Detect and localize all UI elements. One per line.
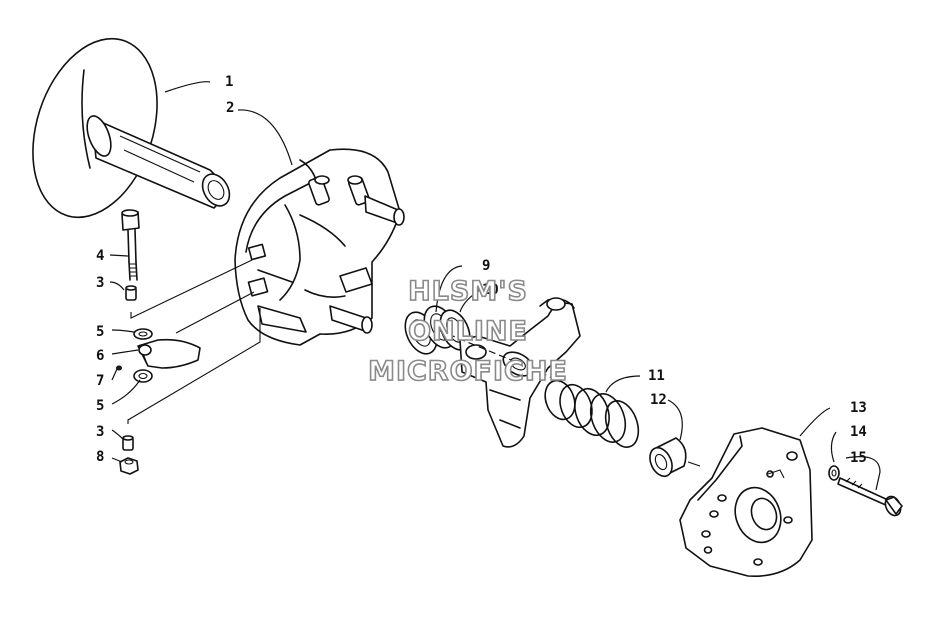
callout-4: 4 [96, 248, 104, 264]
callout-3-upper: 3 [96, 275, 104, 291]
callout-11: 11 [648, 368, 665, 384]
watermark-line-2: ONLINE [408, 316, 528, 347]
watermark-line-1: HLSM'S [408, 276, 528, 307]
callout-12: 12 [650, 392, 667, 408]
part-1-sheave [32, 37, 231, 219]
part-5-washer-upper [133, 328, 153, 340]
part-11-spring [539, 371, 640, 448]
leader-lines [109, 254, 881, 491]
callout-8: 8 [96, 449, 104, 465]
callout-5-upper: 5 [96, 324, 104, 340]
part-2-spider [234, 109, 405, 346]
watermark-line-3: MICROFICHE [368, 356, 568, 387]
callout-3-lower: 3 [96, 424, 104, 440]
callout-13: 13 [850, 400, 867, 416]
callout-2: 2 [226, 100, 234, 116]
callout-labels: 1 2 4 3 5 6 7 5 3 8 9 10 11 12 13 14 15 [96, 74, 867, 466]
callout-9: 9 [482, 258, 490, 274]
part-8-nut [119, 457, 139, 475]
part-13-cover-plate [679, 407, 831, 577]
part-3-bushing-upper [125, 285, 137, 301]
part-4-bolt [121, 209, 140, 281]
part-6-roller-weight [137, 338, 201, 369]
callout-5-lower: 5 [96, 398, 104, 414]
part-14-washer [828, 465, 840, 481]
part-15-cap-screw [837, 477, 903, 517]
assembly-line-lower [127, 308, 261, 424]
part-3-bushing-lower [122, 435, 134, 451]
callout-7: 7 [96, 373, 104, 389]
callout-10: 10 [482, 282, 499, 298]
watermark: HLSM'S ONLINE MICROFICHE [367, 275, 568, 388]
assembly-line-upper [130, 259, 253, 319]
callout-6: 6 [96, 348, 104, 364]
part-5-washer-lower [133, 369, 153, 383]
callout-15: 15 [850, 450, 867, 466]
part-7-pin [116, 365, 122, 371]
part-12-bushing [649, 437, 701, 478]
center-roller-arm [437, 297, 581, 448]
callout-14: 14 [850, 424, 867, 440]
callout-1: 1 [225, 74, 233, 90]
assembly-line-middle [175, 291, 255, 334]
